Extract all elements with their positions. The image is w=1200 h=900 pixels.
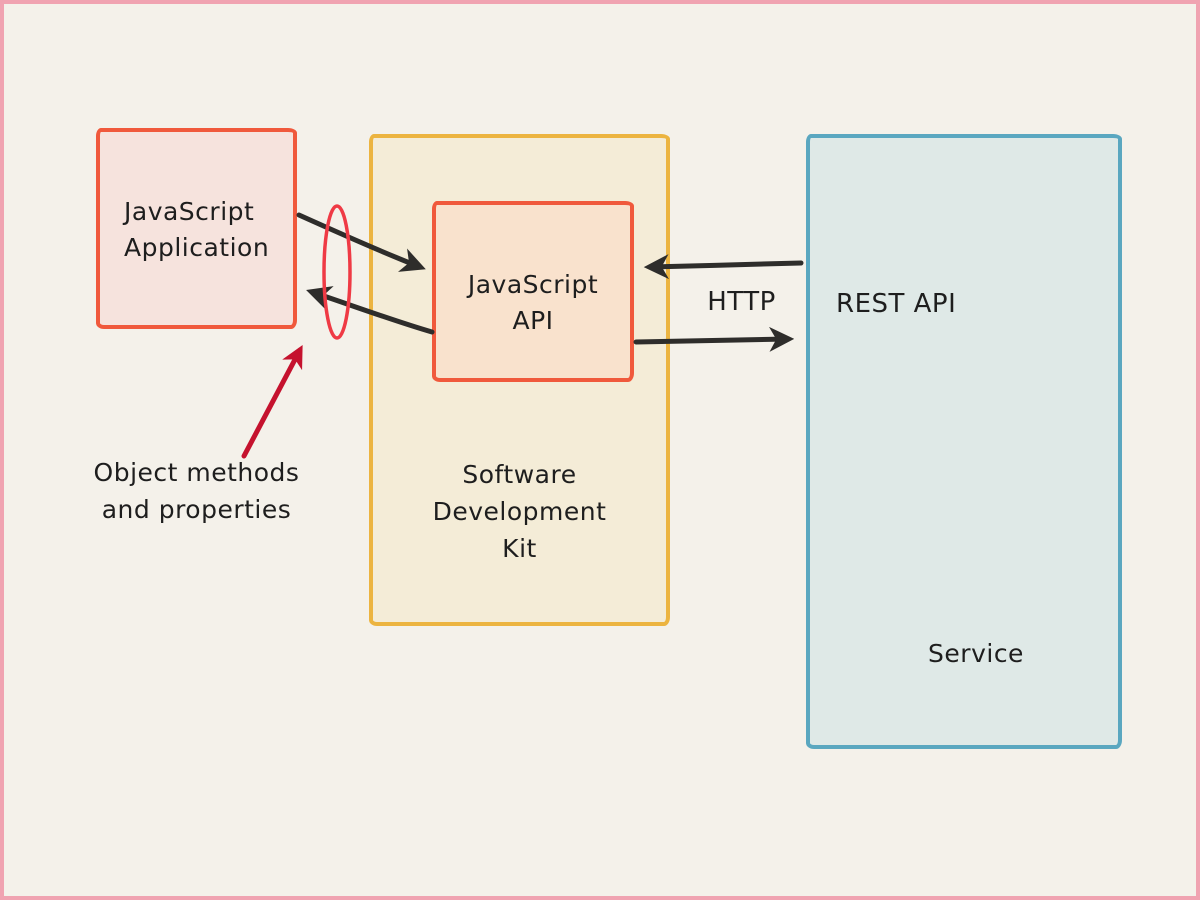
js-application-box: JavaScript Application [96, 128, 297, 329]
js-application-label: JavaScript Application [124, 194, 269, 266]
interface-highlight-ellipse [322, 204, 352, 340]
arrow-service-to-api [643, 254, 804, 280]
sdk-label-line: Software [462, 460, 577, 489]
js-api-box: JavaScript API [432, 201, 634, 382]
http-label: HTTP [707, 287, 776, 317]
js-api-label-line: JavaScript [467, 270, 599, 299]
service-box: REST API Service [806, 134, 1122, 749]
annotation-label: Object methods and properties [74, 454, 319, 528]
js-api-label: JavaScript API [436, 267, 630, 339]
sdk-label: Software Development Kit [373, 456, 666, 567]
rest-api-label: REST API [836, 289, 957, 319]
annotation-label-line: Object methods [93, 458, 300, 487]
js-application-label-line: Application [124, 233, 270, 262]
js-api-label-line: API [512, 306, 554, 335]
sdk-label-line: Kit [502, 534, 537, 563]
service-label: Service [928, 639, 1024, 668]
js-application-label-line: JavaScript [124, 197, 255, 226]
annotation-arrow [241, 345, 303, 459]
sdk-label-line: Development [432, 497, 607, 526]
annotation-label-line: and properties [101, 495, 292, 524]
